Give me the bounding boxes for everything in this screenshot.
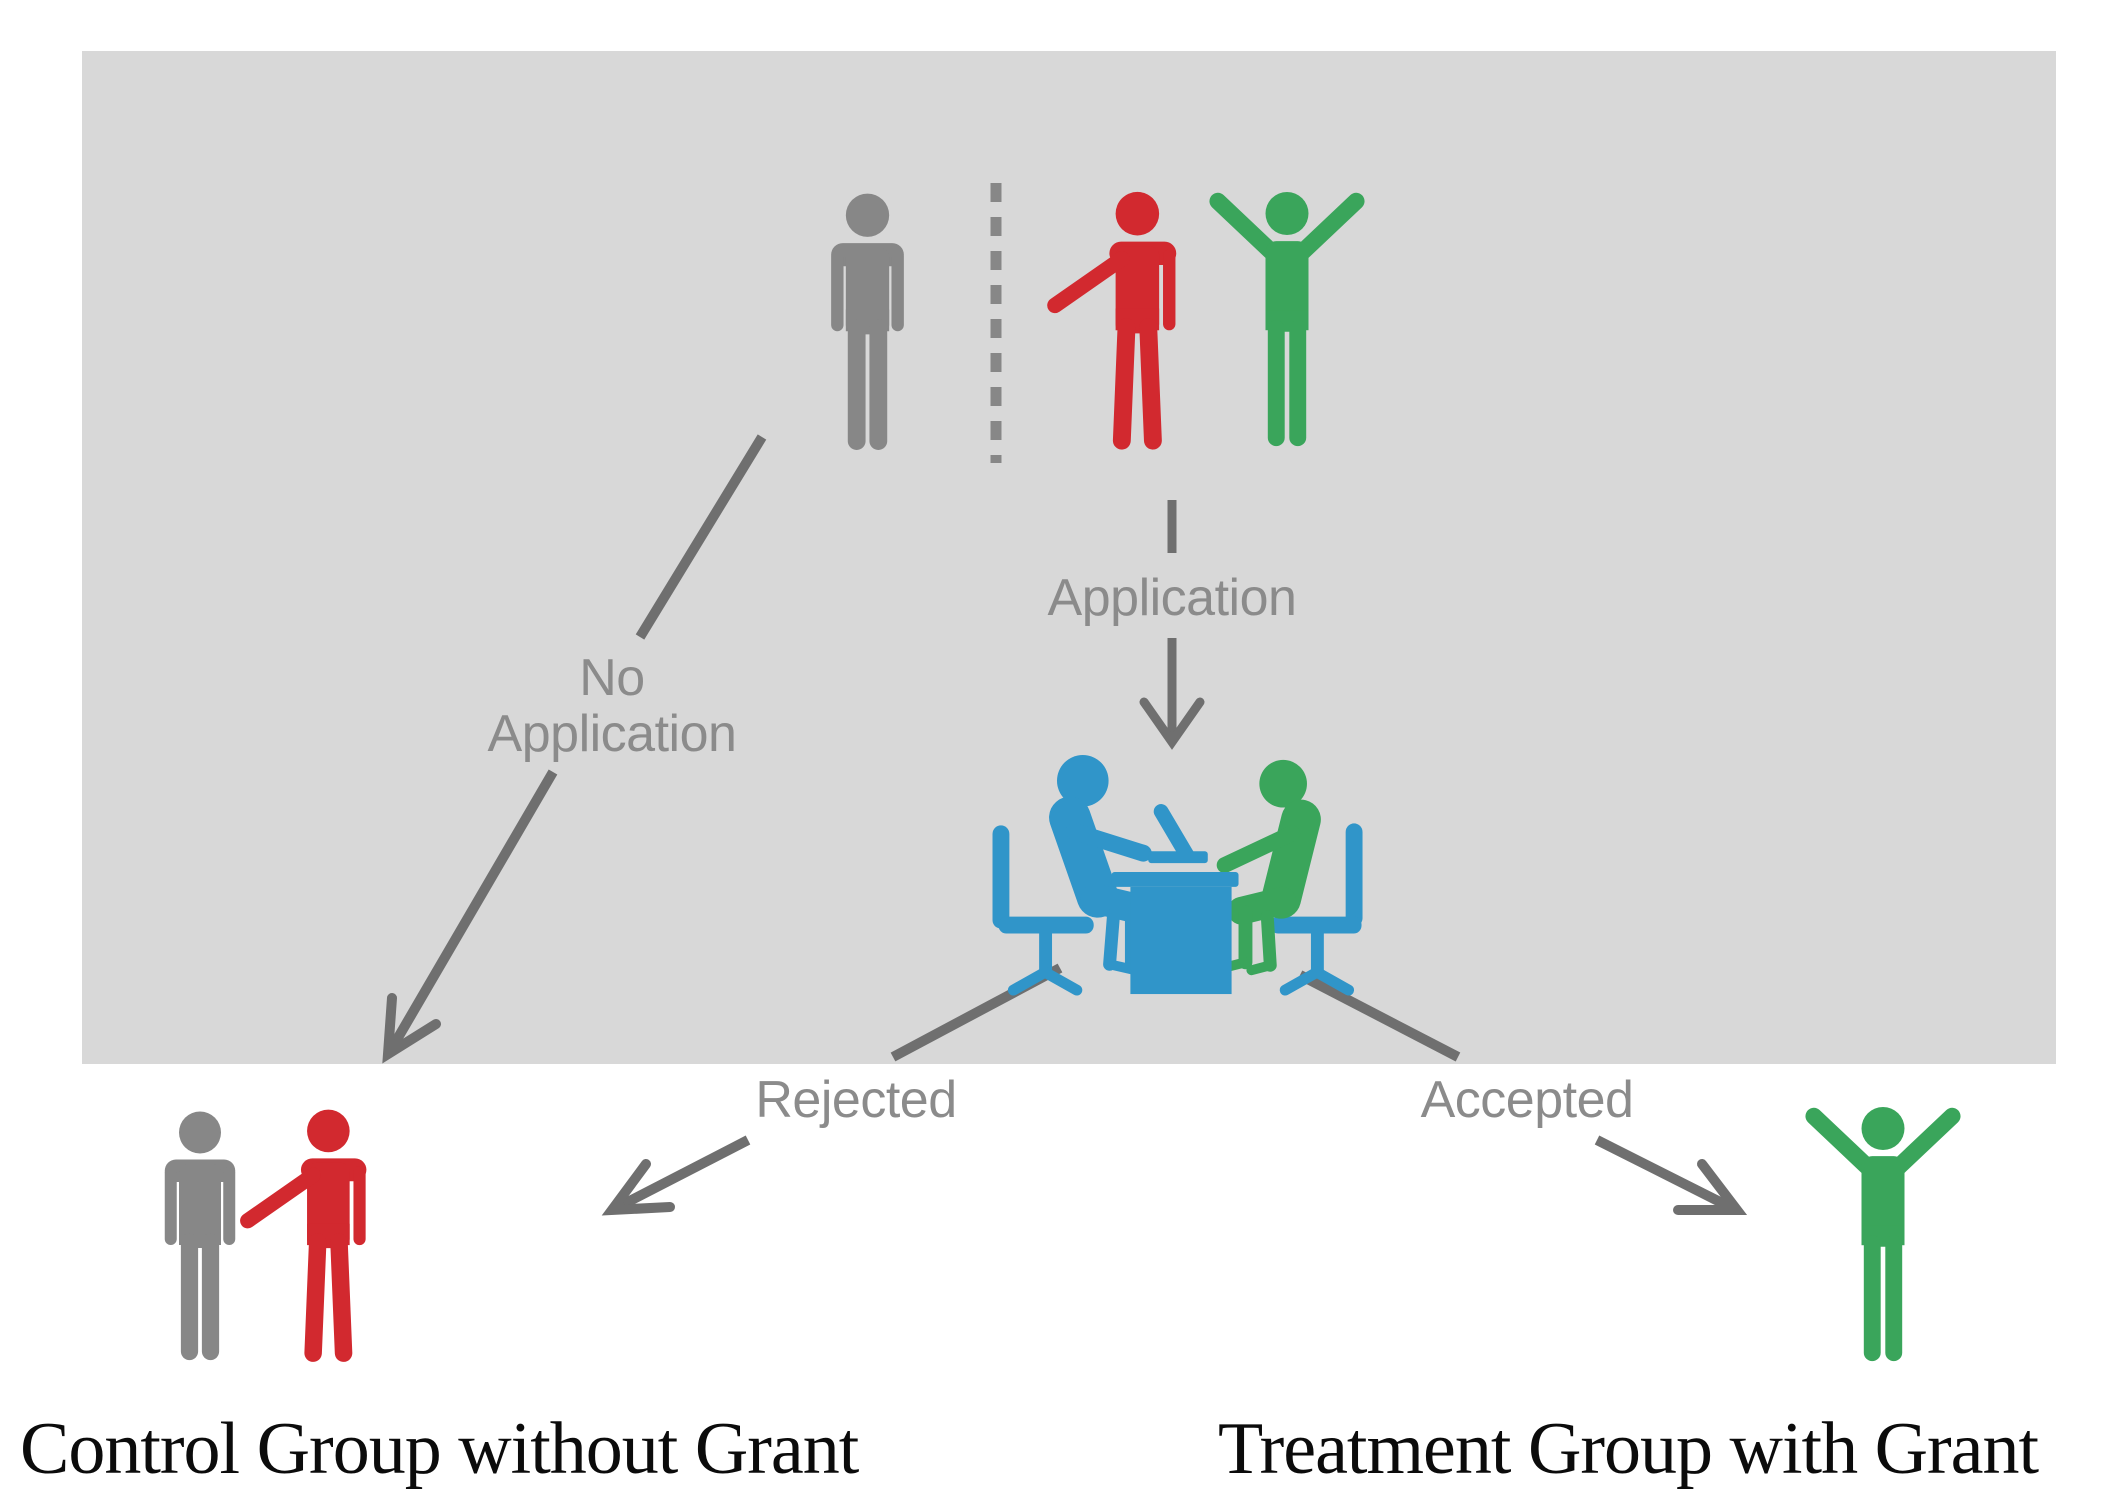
accepted-label: Accepted [1420,1071,1634,1129]
no-application-label: No Application [412,650,812,762]
applicant-waving-person-icon [1041,190,1184,455]
randomization-panel [82,51,2056,1064]
control-red-person-icon [234,1108,374,1367]
interviewee-person [1216,759,1321,976]
accepted-arrow [1297,970,1748,1215]
no-application-label-line2: Application [487,705,737,763]
applicant-cheering-person-icon [1201,190,1373,452]
committee-meeting-icon [992,754,1363,996]
desk [1111,872,1239,995]
application-label: Application [1047,569,1297,627]
no-application-arrow [382,434,767,1064]
control-group-caption: Control Group without Grant [20,1408,859,1490]
left-chair [992,825,1094,996]
treatment-group-caption: Treatment Group with Grant [1218,1408,2039,1490]
no-application-label-line1: No [579,649,645,707]
right-chair [1270,823,1363,996]
treatment-green-person-icon [1797,1105,1969,1367]
non-applicant-person-icon [818,192,917,455]
reviewer-person [1049,754,1159,975]
rejected-label: Rejected [755,1071,957,1129]
laptop-icon [1148,804,1208,864]
application-arrow [1139,500,1205,750]
